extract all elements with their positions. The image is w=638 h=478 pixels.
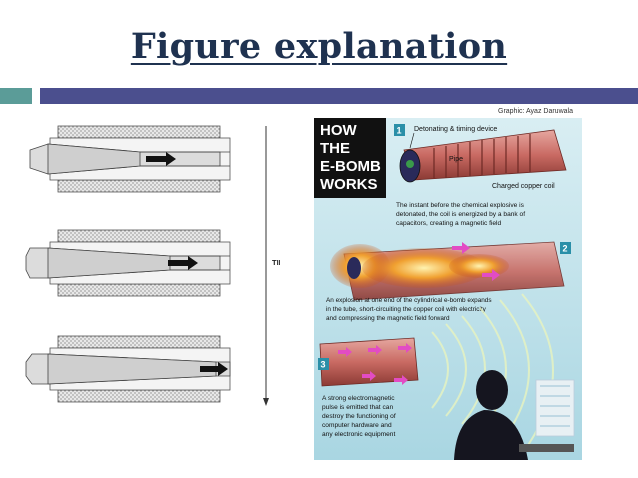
step-1-line-1: The instant before the chemical explosiv… [396,202,525,209]
step-3-line-5: any electronic equipment [322,431,395,438]
stage-2 [25,229,231,297]
emp-waves [431,293,554,455]
arrow-icon [338,347,352,357]
arrow-icon [394,375,408,385]
stage-3 [25,335,231,403]
step-1-line-2: detonated, the coil is energized by a ba… [396,211,525,218]
e-bomb-stage-diagram: TIME [20,118,290,418]
arrow-icon [368,345,382,355]
arrow-icon [168,256,198,270]
time-label: TIME [272,258,280,267]
step-3-number: 3 [321,360,326,370]
heading-block [314,118,386,198]
heading-line-1: HOW [320,122,358,139]
arrow-icon [200,362,228,376]
step-1: 1 Detonating & timing device Pipe Charge… [394,124,567,227]
step-3-line-2: pulse is emitted that can [322,404,393,411]
step-1-line-3: capacitors, creating a magnetic field [396,220,502,227]
step-3-line-4: computer hardware and [322,422,392,429]
heading-line-4: WORKS [320,176,378,193]
heading-line-2: THE [320,140,350,157]
person-silhouette [454,370,528,460]
step-3-badge [318,358,329,370]
step-2-line-2: in the tube, short-circuiting the copper… [326,306,487,313]
keyboard [519,444,574,452]
accent-bar-teal [0,88,32,104]
arrow-icon [362,371,376,381]
arrow-icon [452,242,470,254]
step-1-badge [394,124,405,136]
slide-title: Figure explanation [130,26,508,67]
arrow-icon [482,269,500,281]
graphic-credit: Graphic: Ayaz Daruwala [498,108,573,115]
heading-line-3: E-BOMB [320,158,381,175]
computer-monitor [535,379,575,437]
time-axis: TIME [263,126,290,406]
pipe-label: Pipe [449,156,463,163]
stage-1 [29,125,231,193]
charged-coil-label: Charged copper coil [492,183,555,190]
step-3: 3 A strong electromagnetic pulse [318,293,575,460]
step-3-line-1: A strong electromagnetic [322,395,395,402]
e-bomb-infographic: HOW THE E-BOMB WORKS 1 Detonating & timi… [314,118,582,460]
detonating-device-label: Detonating & timing device [414,126,497,133]
step-3-line-3: destroy the functioning of [322,413,396,420]
step-2-badge [560,242,571,254]
step-2: 2 An explosion at one end of the cylindr… [326,241,571,322]
accent-bar-indigo [40,88,638,104]
step-2-line-3: and compressing the magnetic field forwa… [326,315,450,322]
arrow-icon [146,152,176,166]
step-1-number: 1 [397,126,402,136]
step-2-line-1: An explosion at one end of the cylindric… [326,297,492,304]
step-2-number: 2 [563,244,568,254]
arrow-icon [398,343,412,353]
